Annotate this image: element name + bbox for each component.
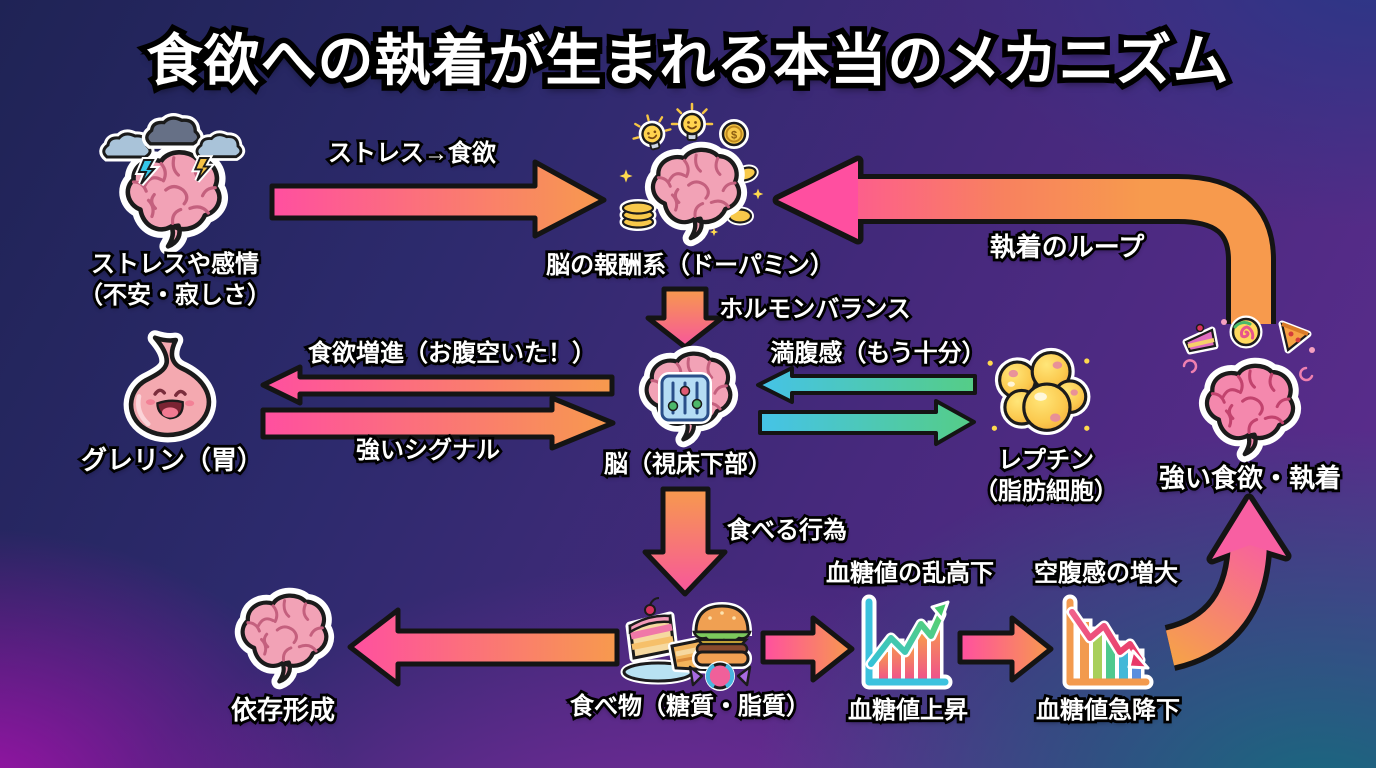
node-label-ghrelin: グレリン（胃）	[78, 443, 266, 476]
caption-sugar-fluctuation: 血糖値の乱高下	[823, 558, 997, 589]
happy-stomach-icon	[131, 338, 209, 435]
arrow-stress-to-reward	[269, 159, 607, 239]
node-label-reward-system: 脳の報酬系（ドーパミン）	[543, 250, 836, 281]
edge-label-satiety: 満腹感（もう十分）	[768, 338, 989, 369]
plain-brain-icon	[243, 596, 327, 682]
edge-label-obsession-loop: 執着のループ	[987, 230, 1147, 263]
page-title: 食欲への執着が生まれる本当のメカニズム	[141, 24, 1234, 98]
cake-slice	[625, 597, 679, 663]
rising-chart-icon	[861, 594, 953, 690]
stomach-face	[145, 388, 195, 420]
lollipop-swirl-icon	[1229, 315, 1263, 349]
happy-lightbulb-icon	[672, 104, 712, 140]
edge-label-hormone-balance: ホルモンバランス	[716, 294, 913, 325]
dollar-coin-icon	[723, 123, 745, 145]
arrow-obsession-loop	[772, 155, 1276, 324]
node-label-craving: 強い食欲・執着	[1156, 461, 1344, 494]
edge-label-eating-action: 食べる行為	[724, 515, 850, 546]
arrow-eating-down	[642, 486, 728, 597]
dopamine-reward-brain-icon	[619, 104, 764, 238]
sweets-craving-brain-icon	[1182, 315, 1315, 454]
node-label-hypothalamus: 脳（視床下部）	[601, 449, 775, 480]
burger	[691, 601, 753, 669]
node-label-leptin-line2: （脂肪細胞）	[971, 476, 1121, 507]
slider-panel-icon	[658, 372, 712, 424]
arrow-food-to-dependence	[347, 607, 620, 687]
hypothalamus-brain-icon	[647, 354, 731, 440]
cake-slice-icon	[1182, 323, 1219, 355]
arrow-spike-to-crash	[957, 615, 1054, 683]
caption-hunger-increase: 空腹感の増大	[1031, 558, 1181, 589]
arrow-food-to-spike	[760, 615, 855, 683]
arrow-brain-to-leptin	[758, 399, 976, 446]
junk-food-icon	[620, 597, 753, 691]
happy-lightbulb-icon	[629, 111, 674, 153]
falling-chart-icon	[1062, 594, 1154, 690]
fat-cells-icon	[987, 347, 1091, 436]
node-label-stress-line2: （不安・寂しさ）	[76, 280, 274, 311]
node-label-sugar-rise: 血糖値上昇	[845, 695, 971, 726]
node-label-stress-line1: ストレスや感情	[88, 249, 262, 280]
arrow-crash-to-craving	[1163, 493, 1292, 671]
node-label-dependence: 依存形成	[228, 693, 338, 726]
storm-cloud-brain-icon	[104, 118, 241, 246]
arrow-satiety	[756, 366, 977, 404]
edge-label-stress-to-appetite: ストレス→食欲	[325, 138, 499, 169]
edge-label-appetite-increase: 食欲増進（お腹空いた！）	[305, 338, 599, 369]
node-label-leptin-line1: レプチン	[995, 445, 1097, 476]
wrapped-candy	[688, 661, 752, 691]
edge-label-strong-signal: 強いシグナル	[353, 435, 503, 466]
arrow-strong-signal	[260, 395, 616, 451]
pizza-slice-icon	[1278, 320, 1312, 354]
arrow-hormone-balance-down	[645, 286, 725, 350]
node-label-sugar-crash: 血糖値急降下	[1033, 695, 1183, 726]
node-label-food: 食べ物（糖質・脂質）	[567, 691, 813, 722]
arrow-appetite-increase	[260, 364, 615, 406]
